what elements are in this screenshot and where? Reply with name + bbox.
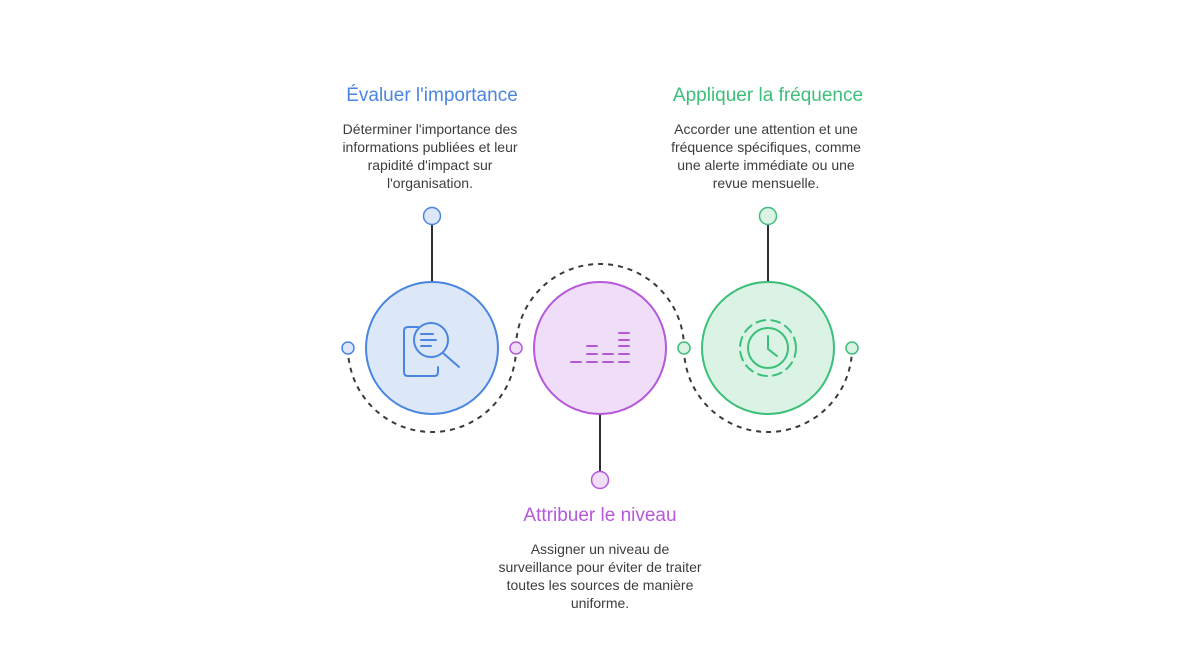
level-bars-icon xyxy=(570,332,630,363)
clock-icon xyxy=(739,319,797,377)
step-title-2: Attribuer le niveau xyxy=(523,505,677,526)
step-circle-2 xyxy=(533,281,667,415)
stem-dot-2 xyxy=(590,470,610,490)
connector-arc-3 xyxy=(683,347,853,433)
connector-arc-2 xyxy=(515,263,685,349)
step-title-1: Évaluer l'importance xyxy=(346,85,518,106)
connector-arc-1 xyxy=(347,347,517,433)
step-description-2: Assigner un niveau de surveillance pour … xyxy=(498,541,702,611)
step-description-1: Déterminer l'importance des informations… xyxy=(342,121,518,191)
stem-dot-3 xyxy=(758,206,778,226)
connector-dot-3 xyxy=(677,341,691,355)
step-circle-1 xyxy=(365,281,499,415)
step-description-3: Accorder une attention et une fréquence … xyxy=(671,121,861,191)
connector-dot-4 xyxy=(845,341,859,355)
document-search-icon xyxy=(403,322,460,377)
connector-dot-1 xyxy=(341,341,355,355)
stem-dot-1 xyxy=(422,206,442,226)
connector-dot-2 xyxy=(509,341,523,355)
step-title-3: Appliquer la fréquence xyxy=(672,85,864,106)
